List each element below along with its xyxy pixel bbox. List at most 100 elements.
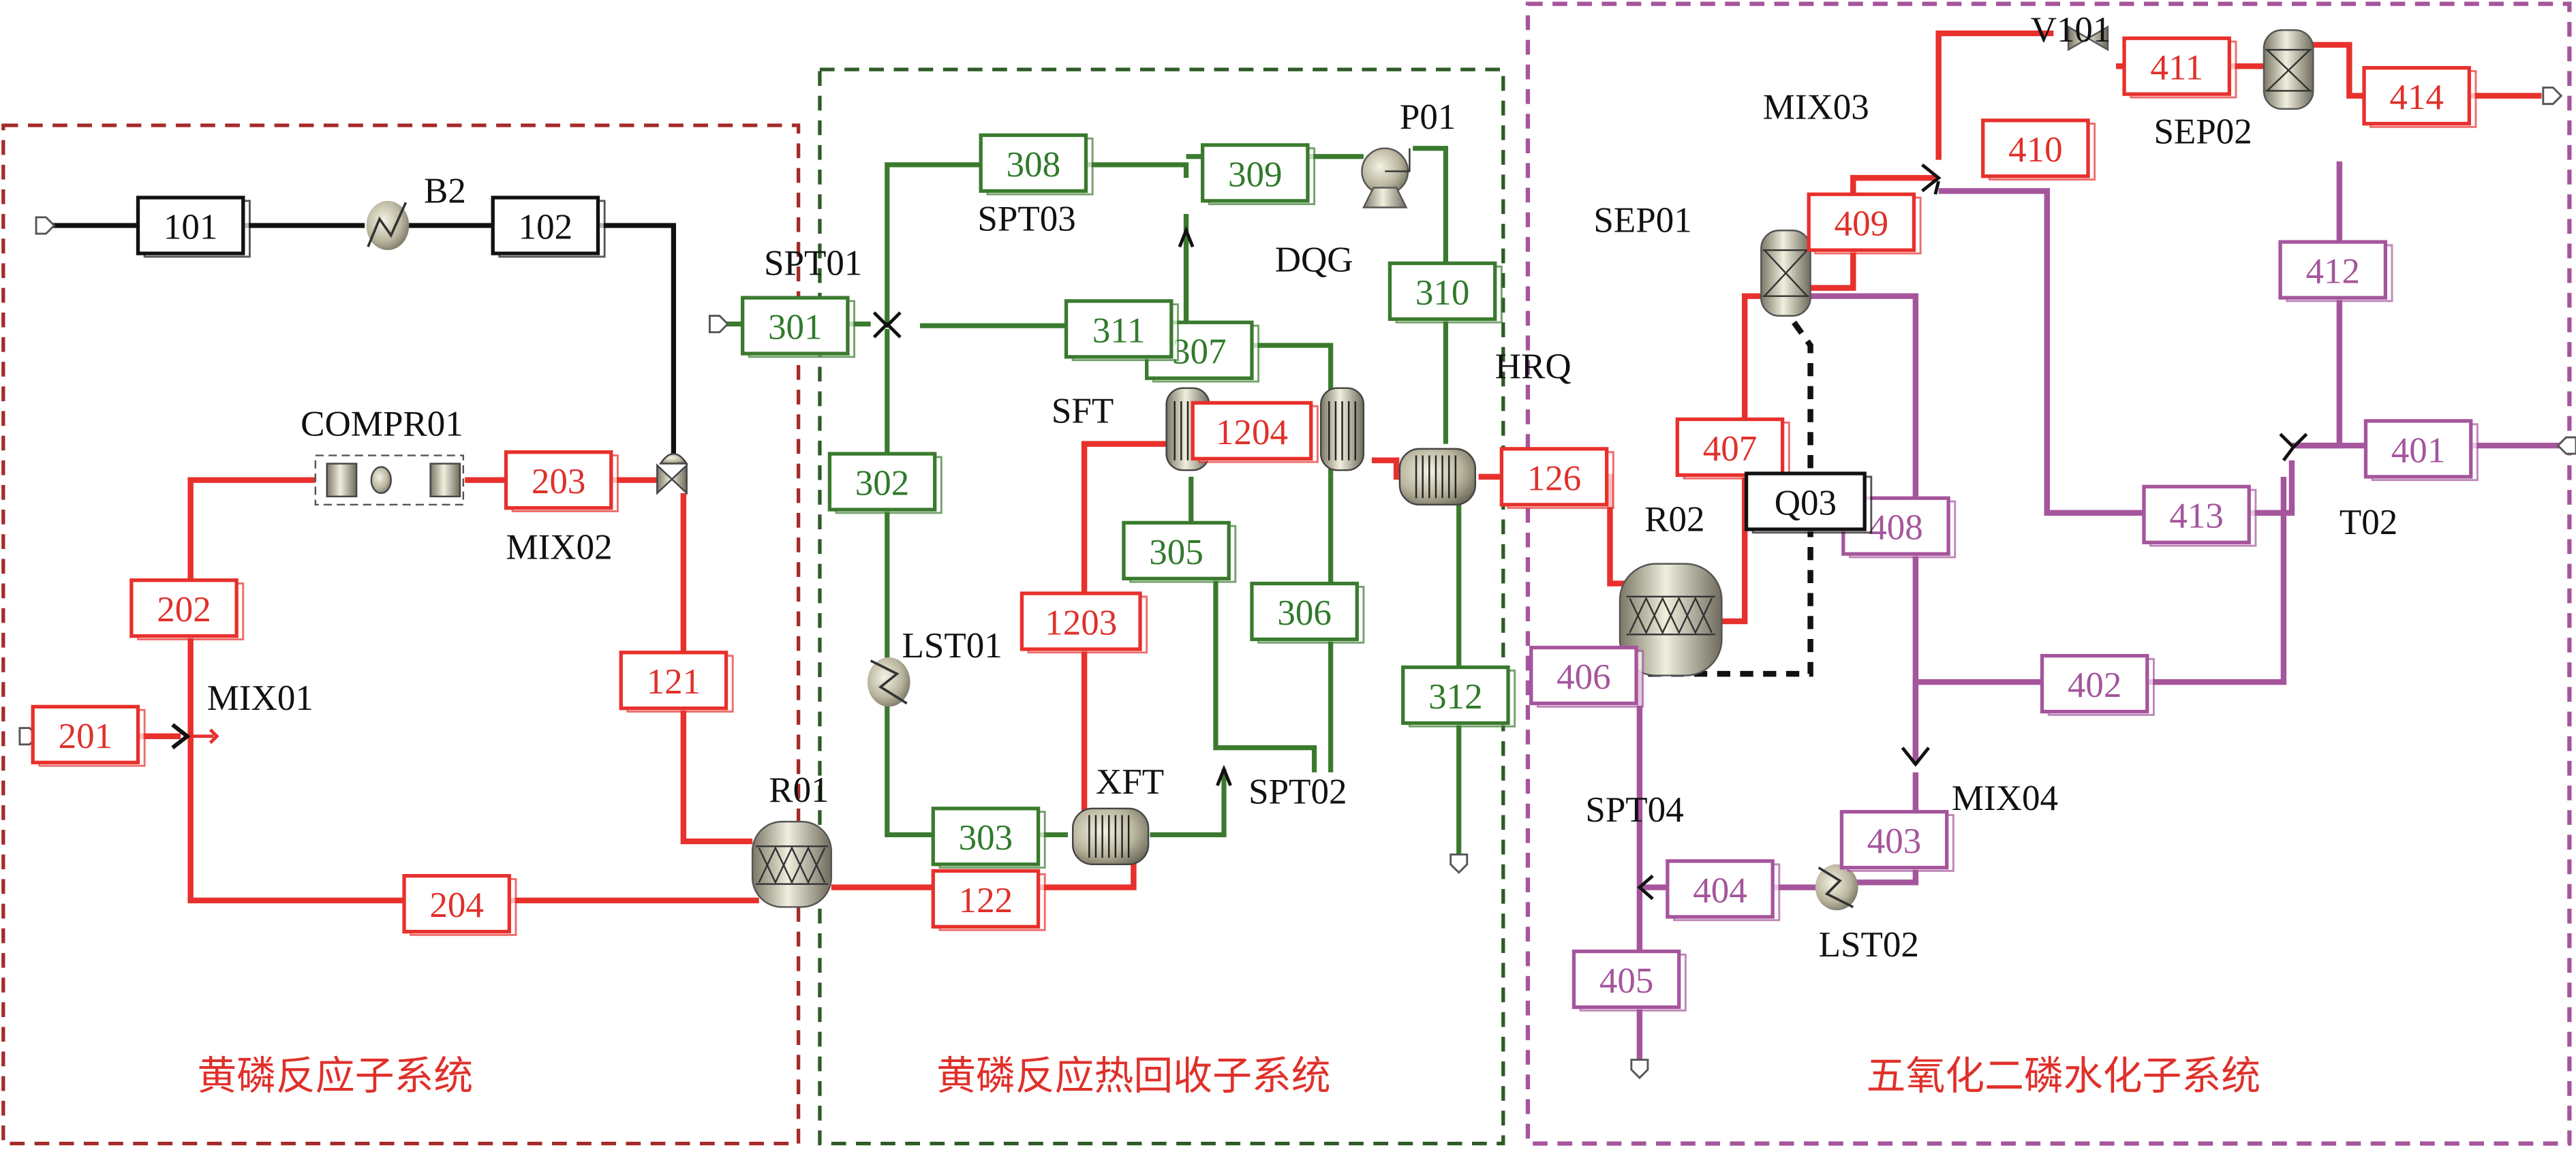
stream-id-text: 402 [2068, 666, 2122, 705]
stream-label-Q03[interactable]: Q03 [1744, 471, 1873, 534]
stream-label-box [2363, 419, 2473, 479]
stream-id-text: 204 [429, 886, 484, 925]
stream-id-text: 406 [1557, 657, 1611, 697]
stream-id-text: 121 [647, 662, 701, 702]
junction-markers [1178, 163, 2308, 901]
cooler-lst02-icon[interactable] [1815, 864, 1858, 911]
splitter-spt02-icon [1216, 764, 1232, 786]
stream-label-121[interactable]: 121 [619, 651, 734, 713]
stream-id-text: 1203 [1045, 603, 1117, 642]
stream-label-box [931, 807, 1041, 867]
stream-label-410[interactable]: 410 [1981, 119, 2096, 181]
stream-label-122[interactable]: 122 [931, 869, 1046, 931]
unit-label-dqg: DQG [1275, 240, 1353, 280]
valve-v101-icon[interactable] [2067, 25, 2109, 52]
subsystem-boundary-heat-recovery [818, 67, 1505, 1146]
stream-label-302[interactable]: 302 [827, 452, 942, 514]
unit-label-sep01: SEP01 [1593, 201, 1691, 240]
stream-label-402[interactable]: 402 [2040, 653, 2155, 716]
reactor-r02-icon[interactable] [1619, 563, 1723, 676]
unit-label-t02: T02 [2340, 503, 2397, 542]
stream-label-box [402, 874, 511, 934]
compressor-icon[interactable] [314, 454, 465, 506]
separator-sep02-icon[interactable] [2263, 29, 2314, 110]
unit-label-lst01: LST01 [902, 626, 1002, 666]
heat-exchanger-xft-icon[interactable] [1071, 807, 1150, 865]
unit-label-spt03: SPT03 [977, 199, 1075, 238]
stream-label-309[interactable]: 309 [1200, 143, 1316, 206]
stream-label-414[interactable]: 414 [2362, 65, 2477, 128]
stream-label-1204[interactable]: 1204 [1191, 401, 1319, 463]
cooler-lst01-icon[interactable] [867, 657, 910, 707]
stream-label-126[interactable]: 126 [1499, 447, 1614, 510]
stream-label-404[interactable]: 404 [1666, 859, 1781, 922]
stream-label-202[interactable]: 202 [129, 578, 245, 640]
stream-id-text: 403 [1867, 822, 1922, 861]
stream-label-box [31, 704, 140, 764]
stream-id-text: 414 [2389, 78, 2444, 117]
unit-label-mix03: MIX03 [1763, 87, 1869, 127]
unit-label-spt02: SPT02 [1248, 773, 1347, 812]
unit-label-mix02: MIX02 [506, 527, 613, 567]
stream-id-text: 405 [1599, 961, 1654, 1001]
mixer-icon[interactable] [171, 723, 219, 750]
stream-label-405[interactable]: 405 [1571, 949, 1687, 1012]
splitter-spt03-icon [1178, 225, 1195, 248]
splitter-icon[interactable] [872, 311, 902, 339]
stream-label-310[interactable]: 310 [1387, 261, 1503, 324]
unit-label-b2: B2 [424, 171, 466, 210]
stream-id-text: 413 [2169, 497, 2224, 536]
stream-label-306[interactable]: 306 [1250, 581, 1365, 644]
unit-label-v101: V101 [2031, 10, 2111, 50]
stream-label-box [619, 651, 729, 711]
stream-label-box [1019, 591, 1142, 651]
stream-label-box [1499, 447, 1609, 507]
product-port-icon [1630, 1059, 1649, 1080]
stream-label-1203[interactable]: 1203 [1019, 591, 1148, 654]
stream-label-102[interactable]: 102 [491, 196, 606, 258]
stream-id-text: 307 [1172, 332, 1227, 372]
stream-id-text: 126 [1527, 458, 1582, 498]
mixer-valve-icon[interactable] [656, 452, 688, 495]
stream-label-box [1666, 859, 1775, 919]
stream-label-box [1401, 665, 1510, 726]
stream-label-412[interactable]: 412 [2278, 240, 2393, 302]
stream-id-text: 203 [532, 462, 586, 501]
stream-id-text: 303 [959, 818, 1013, 858]
stream-id-text: 411 [2150, 48, 2203, 88]
stream-label-308[interactable]: 308 [979, 133, 1094, 196]
product-port-icon [1450, 853, 1469, 874]
stream-label-401[interactable]: 401 [2363, 419, 2479, 482]
stream-label-406[interactable]: 406 [1529, 645, 1644, 708]
heater-icon[interactable] [366, 200, 410, 251]
stream-label-203[interactable]: 203 [504, 450, 619, 512]
stream-id-text: 308 [1007, 145, 1061, 185]
stream-label-413[interactable]: 413 [2142, 484, 2257, 547]
stream-label-box [1191, 401, 1313, 461]
stream-label-305[interactable]: 305 [1122, 520, 1237, 583]
stream-label-box [1807, 192, 1916, 252]
stream-label-box [1839, 809, 1949, 870]
stream-label-407[interactable]: 407 [1675, 417, 1790, 480]
stream-label-204[interactable]: 204 [402, 874, 517, 936]
stream-id-text: 408 [1869, 508, 1923, 548]
stream-id-text: 409 [1835, 204, 1889, 244]
heat-exchanger-hrq-icon[interactable] [1398, 448, 1477, 506]
stream-label-411[interactable]: 411 [2122, 36, 2237, 99]
stream-label-101[interactable]: 101 [136, 196, 251, 258]
stream-label-311[interactable]: 311 [1064, 299, 1179, 362]
pump-icon[interactable] [1361, 147, 1411, 208]
stream-id-text: 102 [519, 207, 573, 247]
subsystem-title-reaction: 黄磷反应子系统 [197, 1054, 473, 1098]
separator-sep01-icon[interactable] [1760, 230, 1811, 317]
stream-label-201[interactable]: 201 [31, 704, 146, 767]
stream-label-409[interactable]: 409 [1807, 192, 1922, 255]
reactor-r01-icon[interactable] [751, 820, 833, 908]
stream-label-303[interactable]: 303 [931, 807, 1046, 869]
stream-label-box [1250, 581, 1359, 642]
stream-label-301[interactable]: 301 [740, 296, 856, 358]
stream-label-403[interactable]: 403 [1839, 809, 1954, 872]
stream-label-box [1122, 520, 1231, 580]
stream-label-312[interactable]: 312 [1401, 665, 1516, 728]
